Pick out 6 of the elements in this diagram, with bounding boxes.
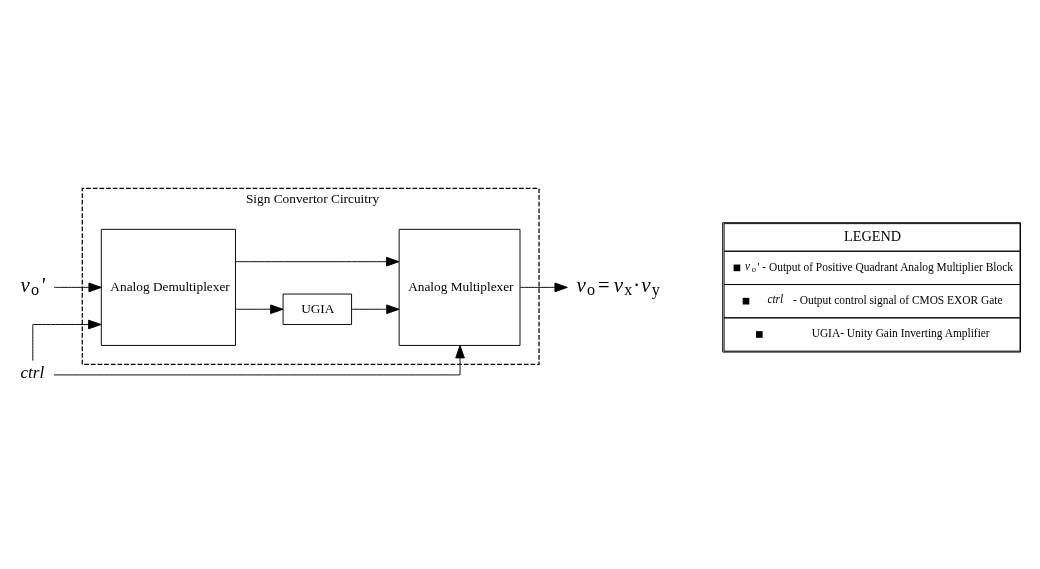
node-text: vo=vx·vy [576,272,660,298]
node-text: vo' [20,272,45,298]
legend-label: UGIA- Unity Gain Inverting Amplifier [811,326,990,339]
legend-label: ctrl - Output control signal of CMOS EXOR Gate [767,292,1003,306]
node-text: ctrl [20,362,45,382]
label: LEGEND [844,227,902,244]
